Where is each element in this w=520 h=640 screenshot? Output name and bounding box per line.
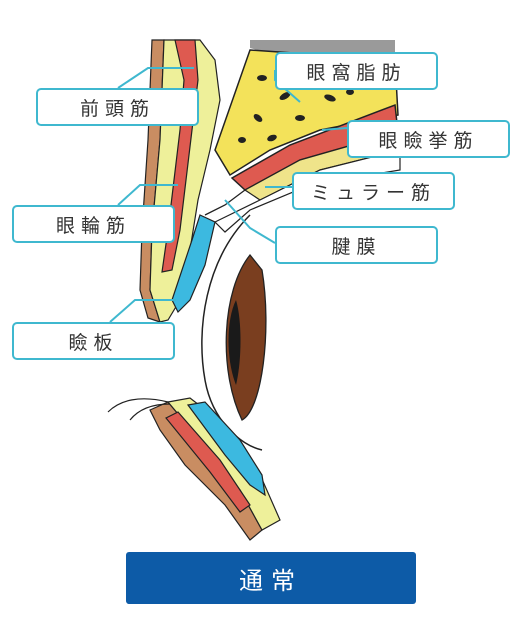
label-orbital-fat: 眼窩脂肪 (275, 52, 438, 90)
label-frontalis: 前頭筋 (36, 88, 199, 126)
label-levator: 眼瞼挙筋 (347, 120, 510, 158)
lower-tarsus (186, 401, 266, 497)
pupil (228, 300, 241, 385)
aponeurosis (204, 189, 246, 216)
lower-orbicularis (165, 411, 251, 513)
label-tarsus: 瞼板 (12, 322, 175, 360)
caption-normal: 通常 (126, 552, 416, 604)
fat-lobules (238, 75, 354, 143)
label-aponeurosis: 腱膜 (275, 226, 438, 264)
tarsus-plate (171, 214, 216, 314)
label-muller: ミュラー筋 (292, 172, 455, 210)
lower-eyelashes (107, 398, 171, 421)
label-orbicularis: 眼輪筋 (12, 205, 175, 243)
